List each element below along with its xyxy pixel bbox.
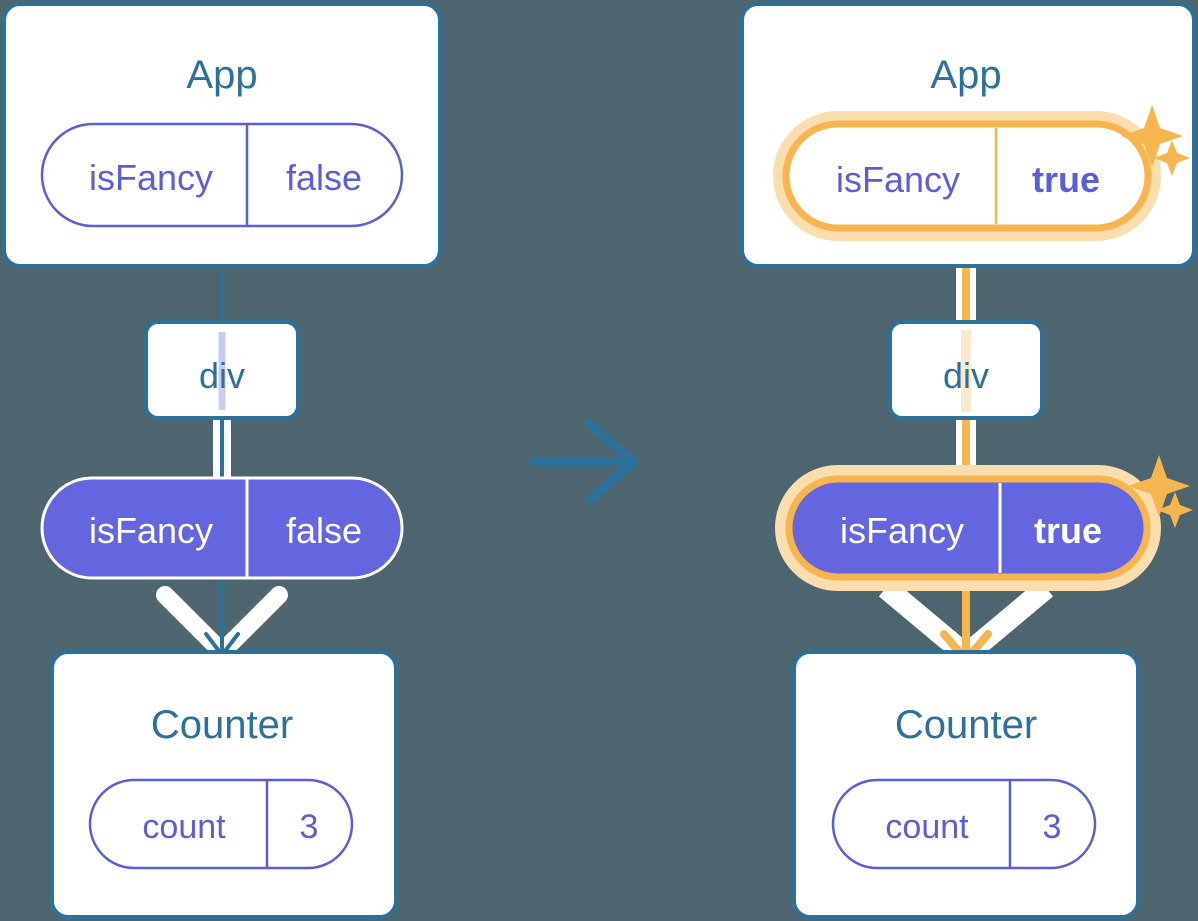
prop-pill-value: true [1034, 510, 1102, 551]
state-pill-value: 3 [300, 808, 319, 846]
counter-box[interactable]: Counter count 3 [50, 650, 398, 919]
state-pill-key: count [142, 808, 226, 846]
panel-after: App isFancy true div [740, 2, 1196, 919]
app-box-title: App [930, 53, 1001, 97]
prop-pill-isfancy-highlighted[interactable]: isFancy true [775, 465, 1161, 591]
prop-pill-isfancy[interactable]: isFancy false [40, 476, 404, 580]
transition-arrow-right-icon [529, 419, 639, 505]
state-pill-value: false [286, 157, 362, 198]
state-pill-isfancy-highlighted[interactable]: isFancy true [773, 111, 1161, 241]
app-box-title: App [186, 53, 257, 97]
state-pill-value: true [1032, 159, 1100, 200]
state-pill-isfancy[interactable]: isFancy false [40, 122, 404, 228]
state-pill-value: 3 [1043, 808, 1062, 846]
state-pill-count[interactable]: count 3 [88, 778, 354, 870]
prop-pill-value: false [286, 510, 362, 551]
div-box-label: div [199, 355, 245, 396]
app-box[interactable]: App isFancy false [2, 2, 442, 268]
app-box[interactable]: App isFancy true [740, 2, 1196, 268]
counter-box-title: Counter [151, 703, 293, 747]
state-pill-key: count [885, 808, 969, 846]
panel-before: App isFancy false div isFancy [2, 2, 442, 919]
prop-pill-key: isFancy [89, 510, 213, 551]
counter-box-title: Counter [895, 703, 1037, 747]
sparkle-icon-prop [1128, 455, 1193, 528]
counter-box[interactable]: Counter count 3 [792, 650, 1140, 919]
sparkle-icon-app [1121, 105, 1190, 176]
state-pill-key: isFancy [836, 159, 960, 200]
prop-pill-key: isFancy [840, 510, 964, 551]
state-pill-key: isFancy [89, 157, 213, 198]
div-box[interactable]: div [144, 320, 300, 420]
div-box-label: div [943, 355, 989, 396]
div-box[interactable]: div [888, 320, 1044, 420]
state-pill-count[interactable]: count 3 [831, 778, 1097, 870]
